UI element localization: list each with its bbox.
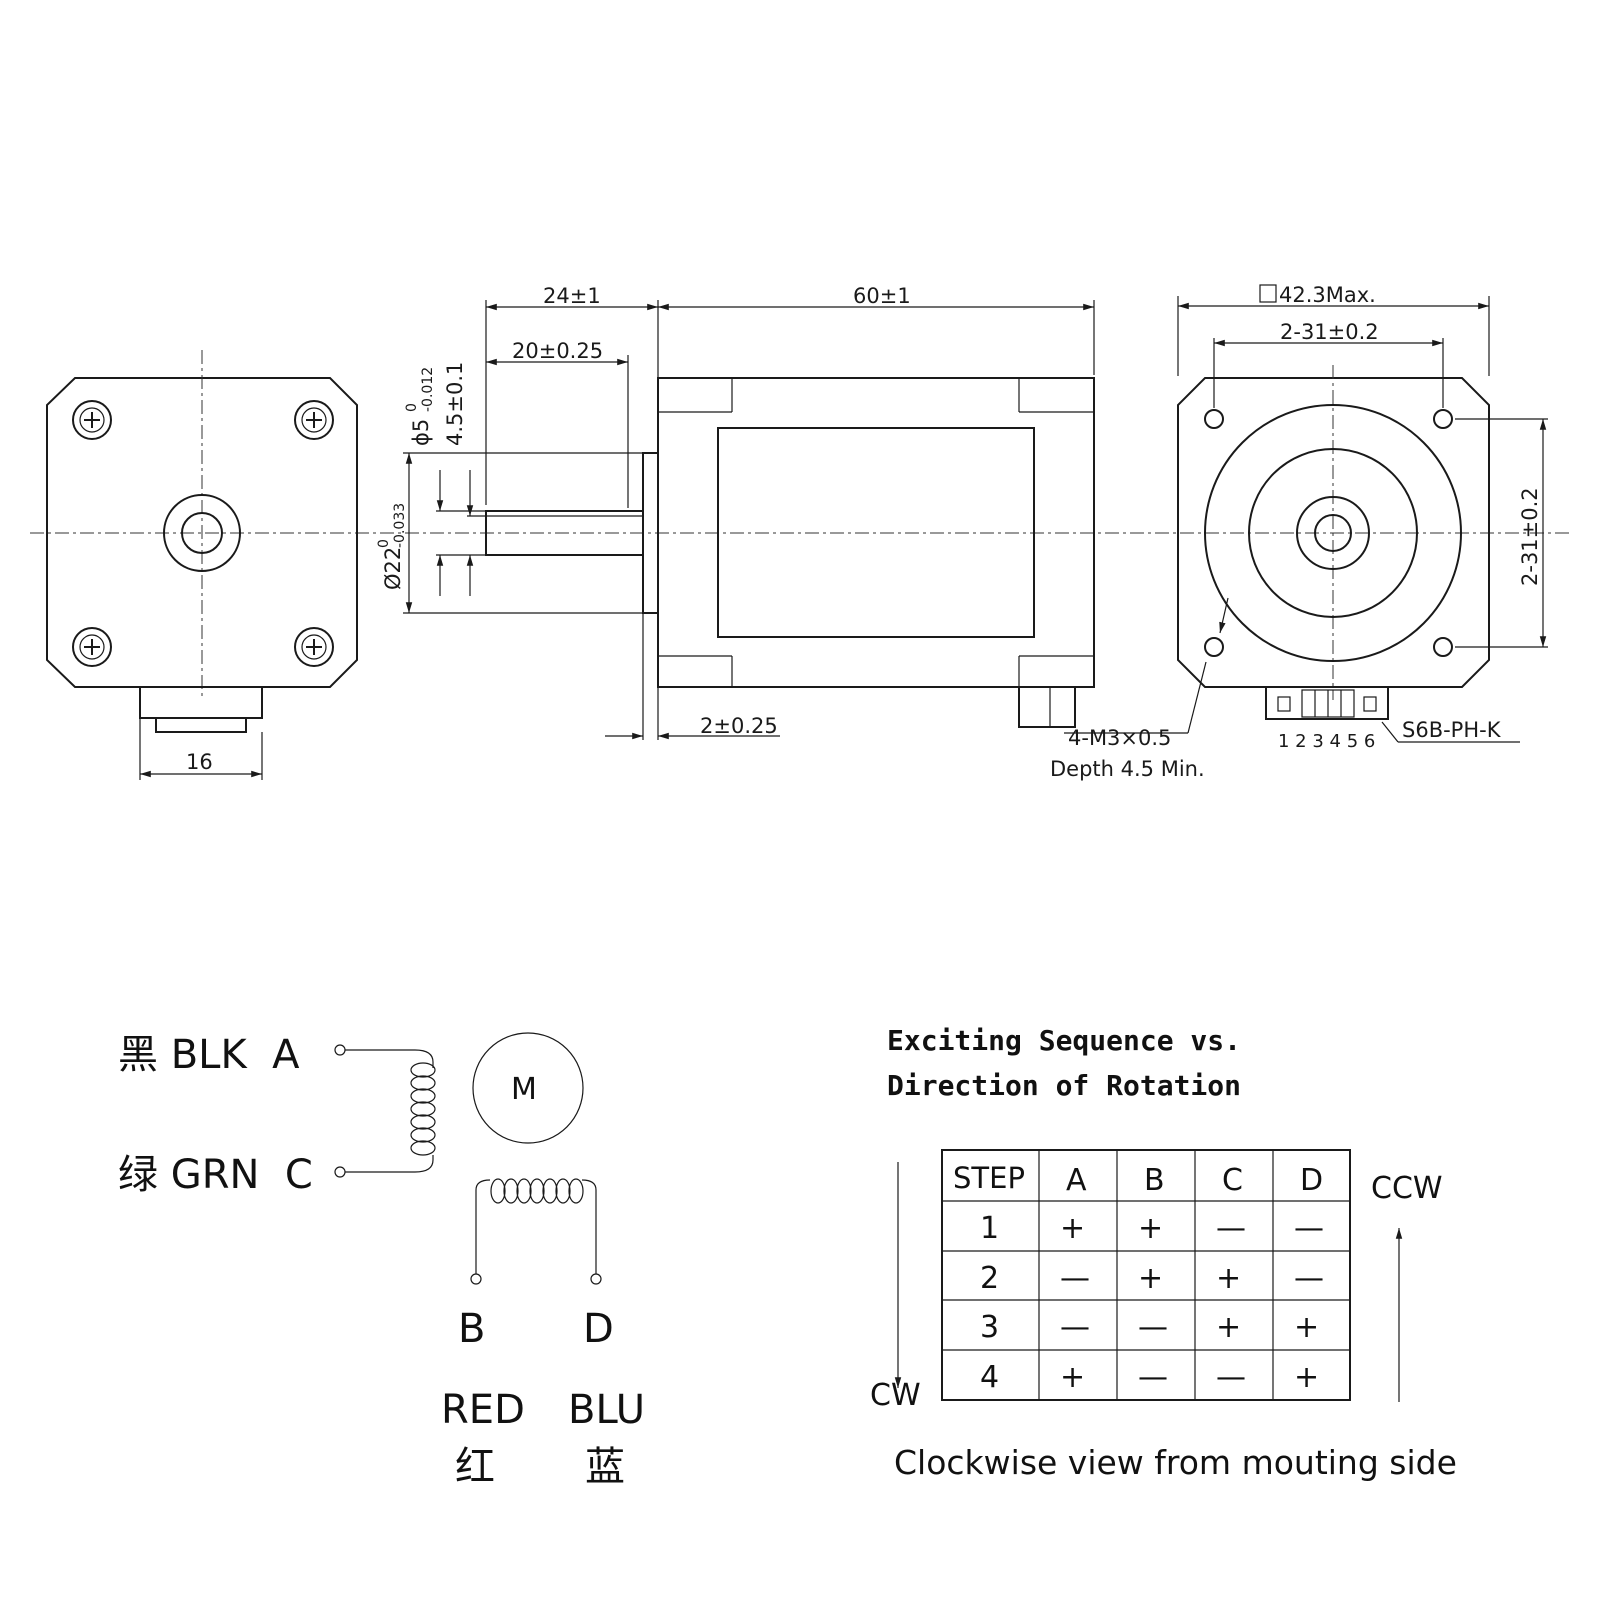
thread-depth: Depth 4.5 Min. bbox=[1050, 757, 1205, 781]
wire-label-a: 黑 BLK A bbox=[118, 1032, 300, 1078]
sequence-title-2: Direction of Rotation bbox=[887, 1069, 1241, 1102]
table-cell: — bbox=[1138, 1360, 1168, 1395]
sequence-title-1: Exciting Sequence vs. bbox=[887, 1024, 1241, 1057]
terminal-d: D bbox=[583, 1306, 614, 1352]
table-cell: — bbox=[1138, 1310, 1168, 1345]
front-view-left: 16 bbox=[46, 350, 358, 780]
table-header: D bbox=[1300, 1163, 1323, 1198]
dim-shaft-diameter: ϕ5 bbox=[409, 419, 433, 446]
dim-20: 20±0.25 bbox=[512, 339, 603, 363]
motor-label: M bbox=[511, 1072, 537, 1107]
wire-label-c: 绿 GRN C bbox=[118, 1152, 313, 1198]
screw-icon bbox=[72, 627, 112, 667]
coil-bd-icon bbox=[475, 1178, 597, 1274]
mount-hole-icon bbox=[1204, 409, 1224, 429]
table-cell: 2 bbox=[980, 1261, 999, 1296]
wiring-diagram: 黑 BLK A 绿 GRN C M bbox=[118, 1032, 645, 1490]
dim-shaft-tol-upper: 0 bbox=[404, 403, 420, 412]
cw-label: CW bbox=[870, 1378, 921, 1413]
mount-hole-icon bbox=[1204, 637, 1224, 657]
table-cell: — bbox=[1294, 1211, 1324, 1246]
table-header: STEP bbox=[953, 1161, 1025, 1195]
sequence-section: Exciting Sequence vs. Direction of Rotat… bbox=[870, 1024, 1457, 1482]
thread-spec: 4-M3×0.5 bbox=[1068, 726, 1171, 750]
table-cell: + bbox=[1060, 1360, 1085, 1395]
table-cell: 4 bbox=[980, 1360, 999, 1395]
table-header: C bbox=[1222, 1163, 1243, 1198]
table-cell: + bbox=[1138, 1261, 1163, 1296]
dim-square-max: 42.3Max. bbox=[1279, 283, 1376, 307]
dim-hole-spacing-vertical: 2-31±0.2 bbox=[1518, 487, 1542, 586]
screw-icon bbox=[72, 400, 112, 440]
connector-model: S6B-PH-K bbox=[1402, 718, 1502, 742]
dim-boss-tol-upper: 0 bbox=[376, 539, 392, 548]
sequence-table: STEP A B C D 1 + + — — 2 — + + — 3 — — +… bbox=[941, 1149, 1351, 1401]
mount-hole-icon bbox=[1433, 637, 1453, 657]
dim-boss-tol-lower: -0.033 bbox=[392, 503, 408, 548]
table-cell: + bbox=[1294, 1360, 1319, 1395]
table-cell: + bbox=[1060, 1211, 1085, 1246]
connector-width-dim: 16 bbox=[186, 750, 213, 774]
table-cell: 1 bbox=[980, 1211, 999, 1246]
dim-24: 24±1 bbox=[543, 284, 601, 308]
table-cell: — bbox=[1060, 1310, 1090, 1345]
color-blu: BLU bbox=[568, 1387, 645, 1433]
color-blu-cn: 蓝 bbox=[585, 1444, 625, 1490]
dim-boss-diameter: Ø22 bbox=[381, 547, 405, 590]
table-cell: + bbox=[1138, 1211, 1163, 1246]
ccw-label: CCW bbox=[1371, 1171, 1443, 1206]
dim-shaft-tol-lower: -0.012 bbox=[420, 367, 436, 412]
dim-60: 60±1 bbox=[853, 284, 911, 308]
motor-symbol-icon bbox=[472, 1032, 584, 1144]
side-view: 24±1 60±1 20±0.25 2±0.25 Ø22 0 -0.033 ϕ5… bbox=[376, 284, 1095, 740]
front-view-right: 1 2 3 4 5 6 S6B-PH-K 42.3Max. 2-31±0.2 2… bbox=[1050, 283, 1548, 781]
dim-flat-depth: 4.5±0.1 bbox=[443, 362, 467, 446]
table-cell: + bbox=[1216, 1261, 1241, 1296]
mount-hole-icon bbox=[1433, 409, 1453, 429]
table-cell: — bbox=[1216, 1211, 1246, 1246]
color-red-cn: 红 bbox=[455, 1444, 495, 1490]
table-cell: 3 bbox=[980, 1310, 999, 1345]
terminal-b: B bbox=[458, 1306, 485, 1352]
table-cell: + bbox=[1216, 1310, 1241, 1345]
table-cell: — bbox=[1060, 1261, 1090, 1296]
table-cell: + bbox=[1294, 1310, 1319, 1345]
screw-icon bbox=[294, 400, 334, 440]
table-cell: — bbox=[1294, 1261, 1324, 1296]
table-cell: — bbox=[1216, 1360, 1246, 1395]
dim-hole-spacing-horizontal: 2-31±0.2 bbox=[1280, 320, 1379, 344]
coil-ac-icon bbox=[410, 1062, 436, 1156]
screw-icon bbox=[294, 627, 334, 667]
connector-pins: 1 2 3 4 5 6 bbox=[1278, 731, 1375, 752]
dim-boss-height: 2±0.25 bbox=[700, 714, 778, 738]
color-red: RED bbox=[441, 1387, 525, 1433]
table-header: B bbox=[1144, 1163, 1165, 1198]
table-header: A bbox=[1066, 1163, 1087, 1198]
sequence-footer: Clockwise view from mouting side bbox=[894, 1443, 1457, 1482]
